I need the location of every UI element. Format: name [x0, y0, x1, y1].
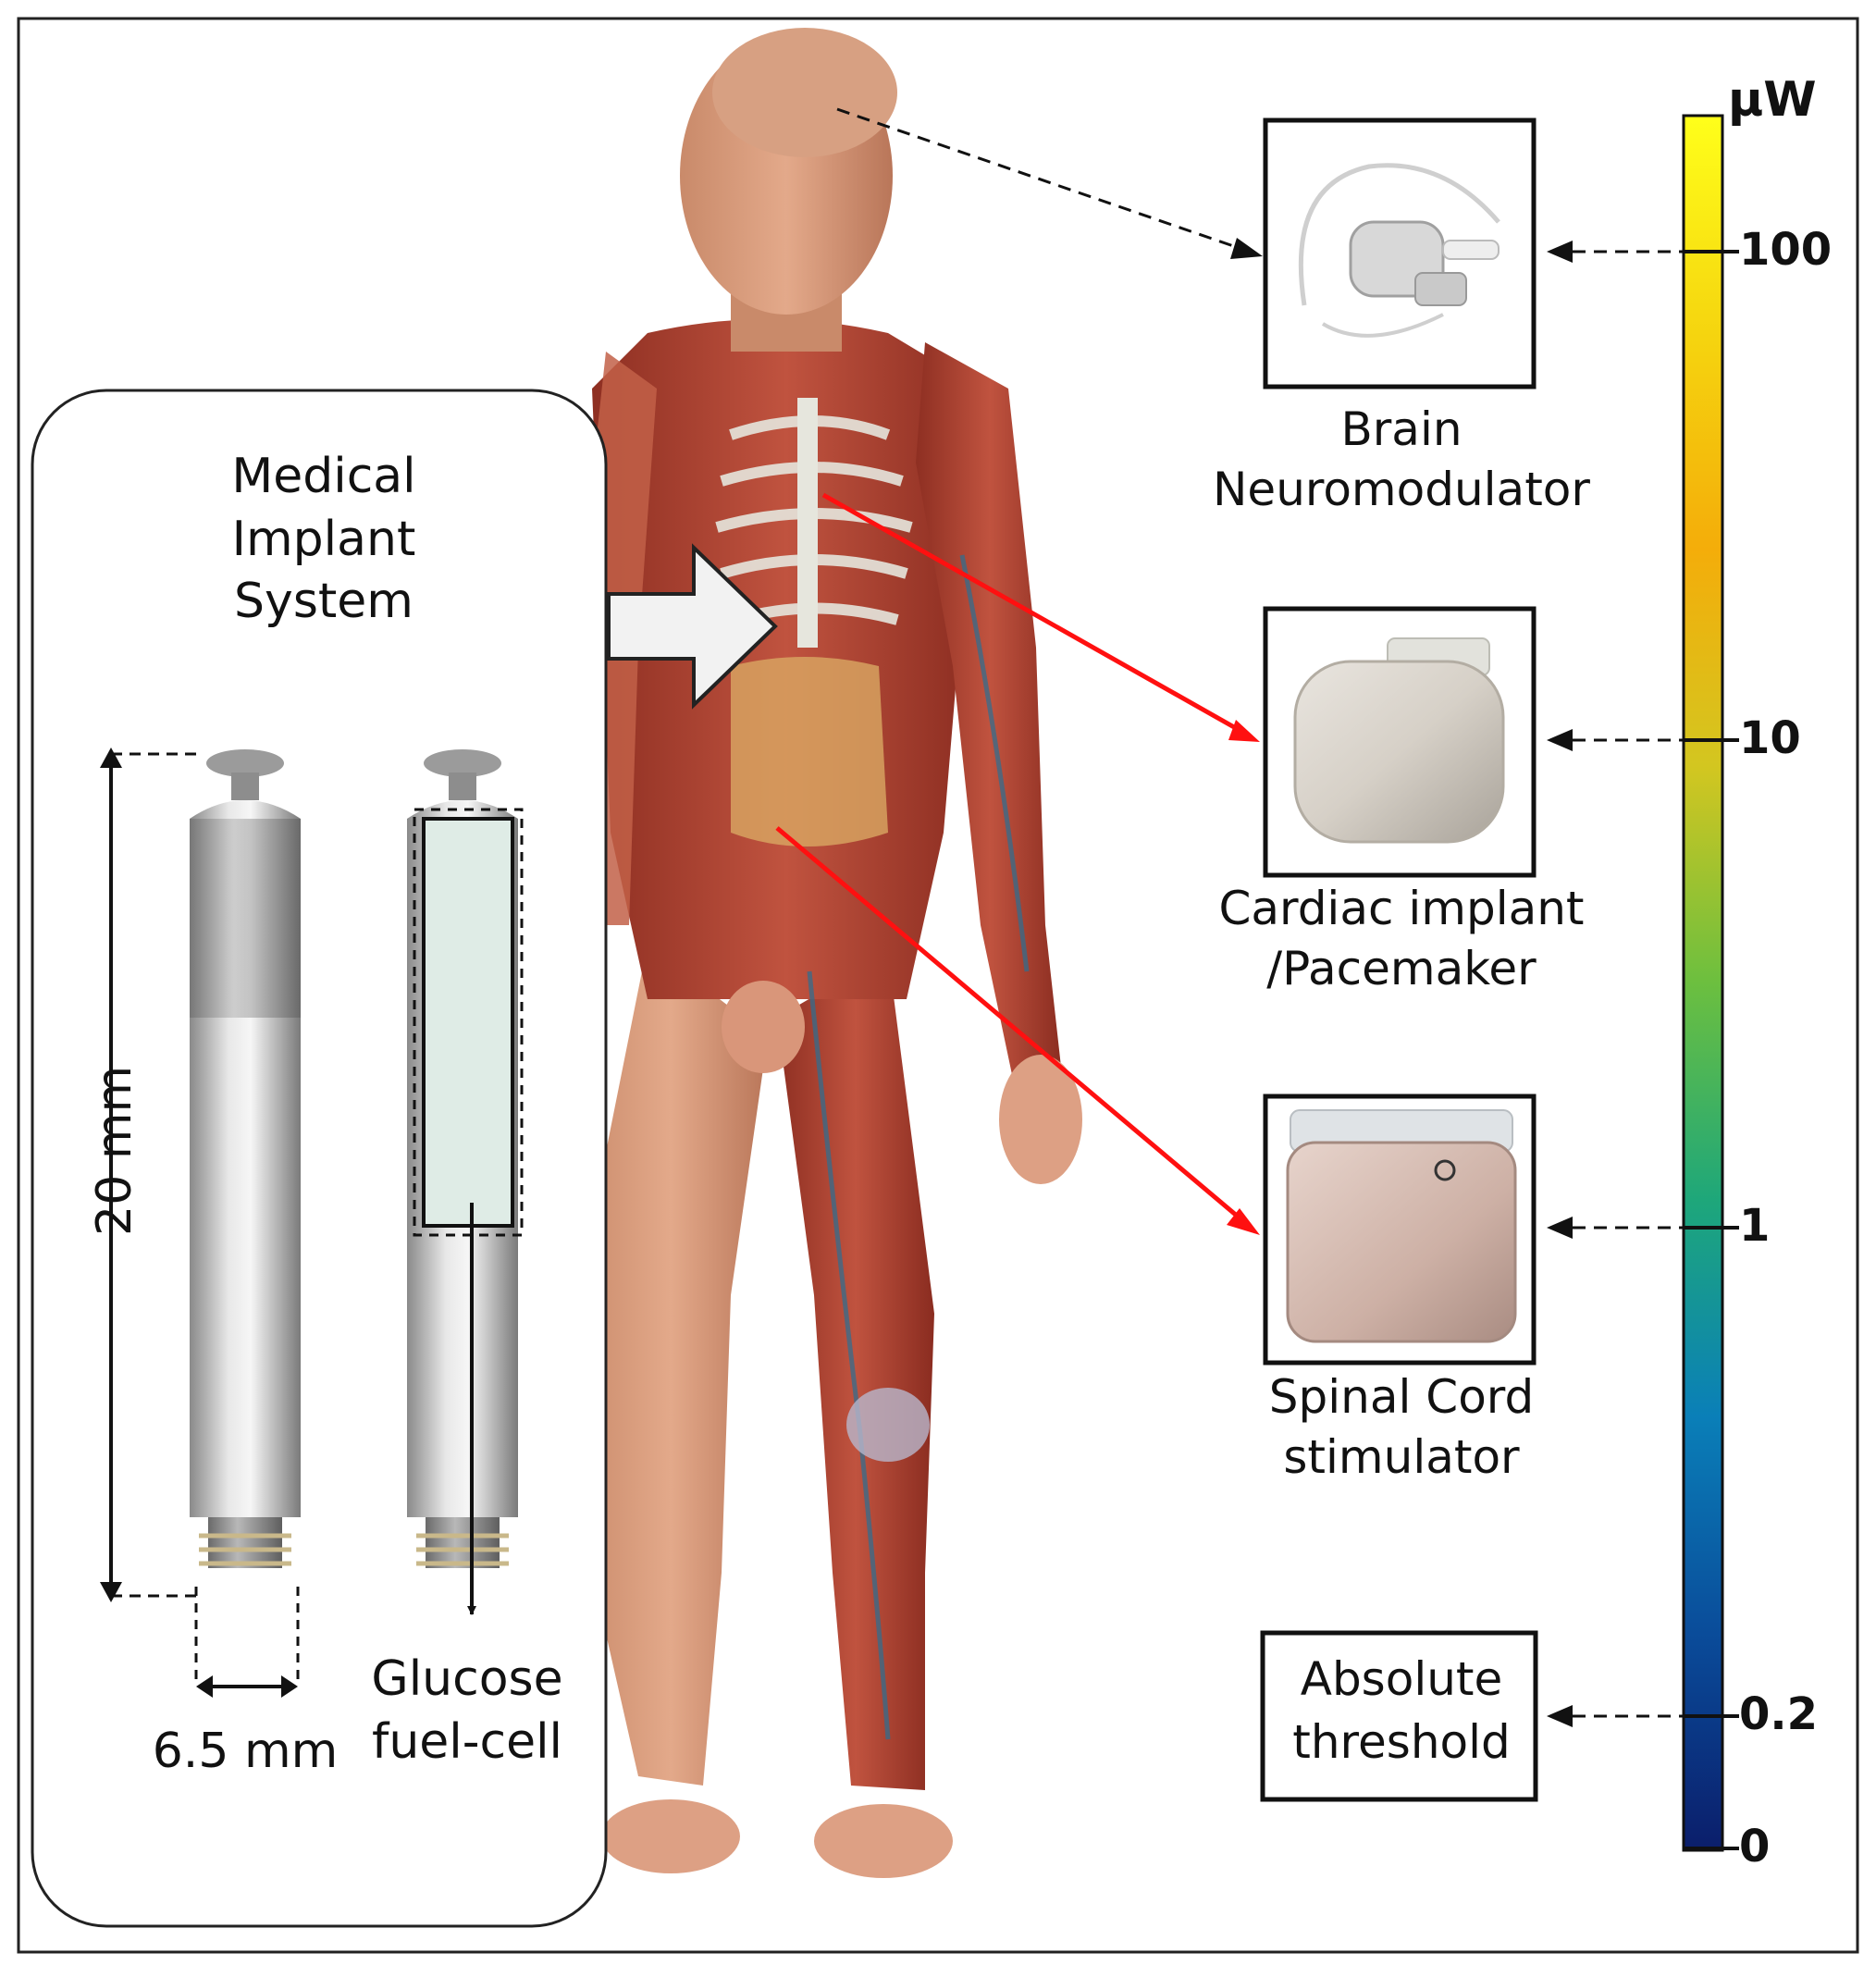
cardiac-device-label: Cardiac implant /Pacemaker: [1218, 882, 1585, 995]
device-box-brain: [1263, 117, 1537, 389]
colorbar-tick-label: 0.2: [1739, 1688, 1819, 1740]
colorbar-dashed-arrows: [1573, 250, 1684, 1718]
brain-device-label: Brain Neuromodulator: [1213, 402, 1590, 516]
colorbar-tick-label: 0: [1739, 1821, 1771, 1872]
device-box-spinal: [1263, 1094, 1537, 1366]
threshold-label: Absolute threshold: [1292, 1652, 1511, 1769]
implant-cylinder-exterior: [190, 749, 301, 1568]
width-dimension-label: 6.5 mm: [152, 1724, 339, 1779]
colorbar: [1682, 114, 1724, 1852]
dimension-height: [100, 748, 204, 1602]
fuel-cell-chamber: [422, 817, 514, 1228]
colorbar-tick-label: 1: [1739, 1200, 1771, 1252]
device-box-cardiac: [1263, 606, 1537, 878]
height-dimension-label: 20 mm: [87, 1065, 143, 1236]
pointer-arrow: [607, 543, 778, 710]
panel-title: Medical Implant System: [231, 449, 416, 630]
red-arrowhead-cardiac: [1228, 720, 1260, 742]
red-arrows: [775, 492, 1251, 1228]
implant-cylinder-cutaway: [407, 749, 524, 1615]
colorbar-ticks: [1684, 250, 1739, 1850]
colorbar-unit: μW: [1728, 72, 1817, 128]
fuel-cell-label: Glucose fuel-cell: [371, 1651, 563, 1770]
threshold-box: [1260, 1630, 1538, 1802]
human-body-illustration: [574, 28, 1082, 1878]
colorbar-tick-label: 100: [1739, 224, 1833, 276]
head-dashed-arrow: [836, 107, 1245, 252]
spinal-device-label: Spinal Cord stimulator: [1268, 1370, 1535, 1484]
figure-border: [17, 17, 1859, 1954]
colorbar-tick-label: 10: [1739, 712, 1801, 764]
red-arrowhead-spinal: [1227, 1208, 1260, 1235]
dimension-width: [194, 1587, 300, 1698]
